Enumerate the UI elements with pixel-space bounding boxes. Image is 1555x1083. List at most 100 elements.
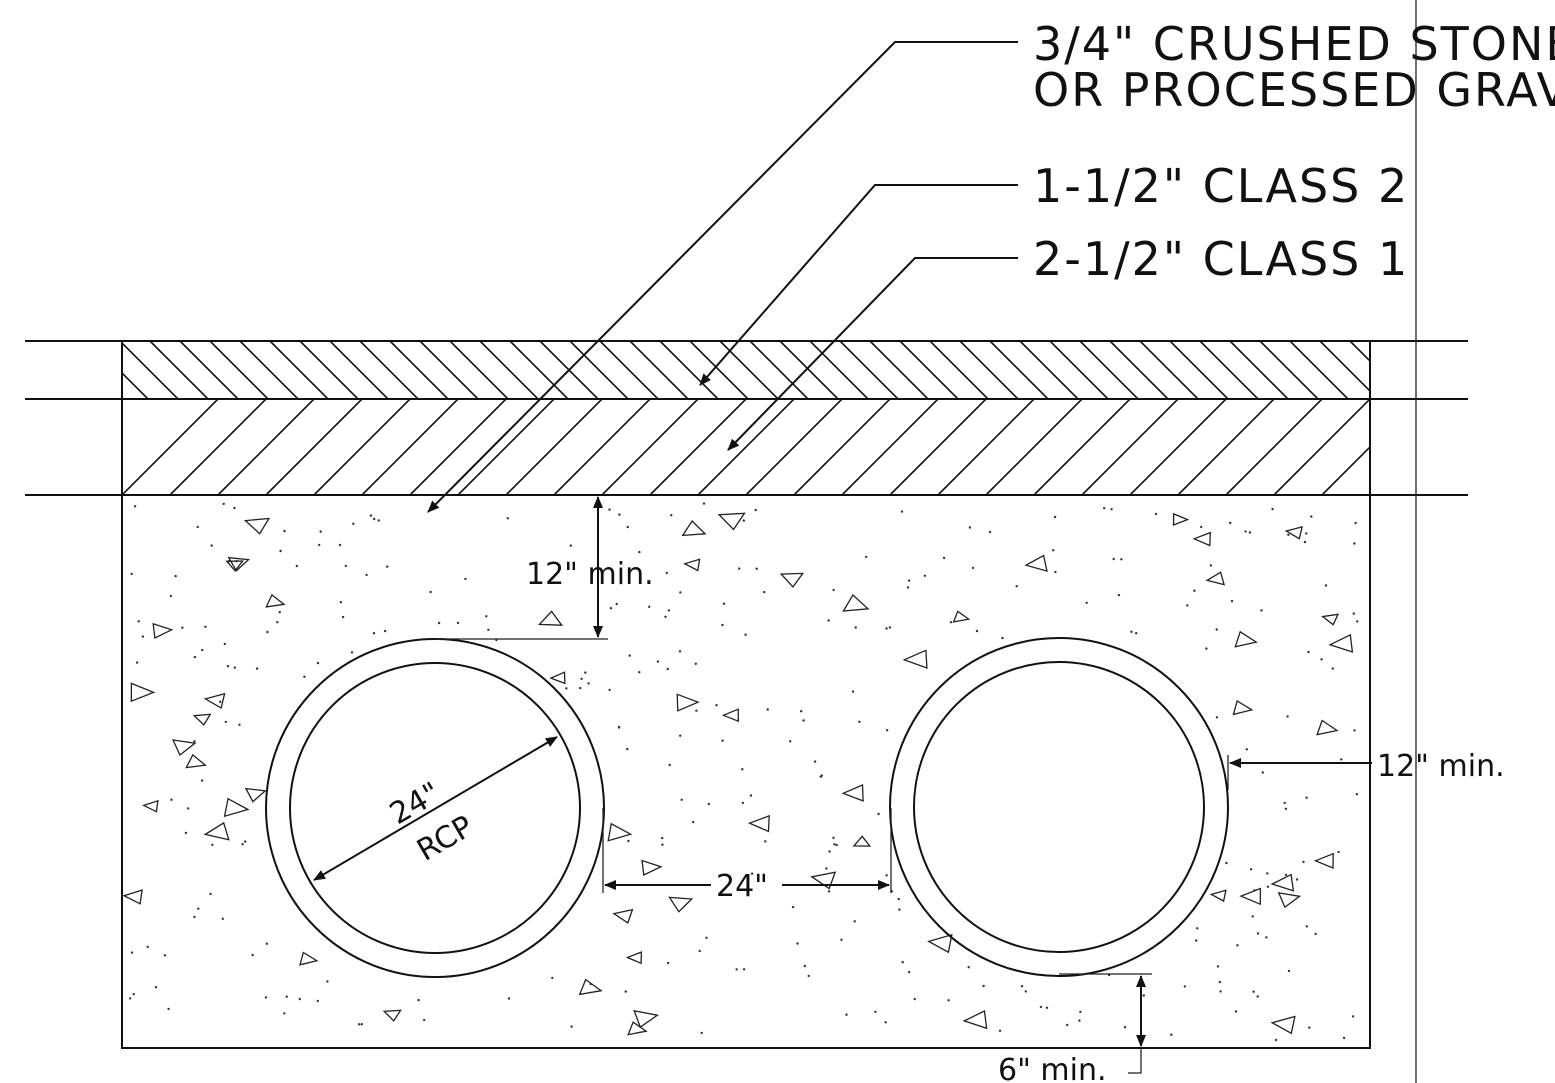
- hatch-line: [599, 341, 659, 399]
- bottom-clearance-dimension: 6" min.: [998, 973, 1152, 1083]
- bedding-speckle: [565, 687, 568, 690]
- bedding-speckle: [219, 700, 222, 703]
- bedding-speckle: [1275, 1038, 1278, 1042]
- bedding-speckle: [853, 920, 856, 923]
- bedding-speckle: [193, 915, 196, 919]
- bedding-stone: [382, 1009, 402, 1022]
- bedding-speckle: [694, 662, 697, 665]
- bedding-speckle: [196, 525, 199, 529]
- bedding-speckle: [626, 525, 629, 529]
- bedding-stone: [227, 556, 251, 572]
- hatch-line: [629, 341, 689, 399]
- bedding-speckle: [485, 615, 488, 618]
- bedding-speckle: [1079, 1010, 1082, 1013]
- bedding-speckle: [901, 961, 904, 964]
- bedding-speckle: [1209, 564, 1213, 567]
- hatch-line: [697, 399, 795, 495]
- bedding-speckle: [133, 505, 137, 508]
- pipe-diameter-dimension-line: [313, 736, 558, 881]
- bedding-stone: [902, 649, 928, 669]
- bedding-speckle: [1320, 658, 1323, 661]
- hatch-line: [1079, 341, 1139, 399]
- bedding-speckle: [886, 729, 889, 732]
- bedding-speckle: [1261, 771, 1265, 774]
- bedding-speckle: [221, 917, 224, 920]
- bedding-speckle: [665, 571, 668, 575]
- bedding-speckle: [357, 1023, 361, 1026]
- bedding-speckle: [204, 625, 207, 628]
- bedding-stone: [1239, 887, 1262, 906]
- hatch-line: [313, 399, 411, 495]
- hatch-line: [793, 399, 891, 495]
- bedding-stone: [223, 797, 250, 818]
- bedding-speckle: [1353, 542, 1356, 545]
- hatch-line: [1259, 341, 1319, 399]
- bedding-stone: [225, 560, 245, 572]
- bedding-speckle: [707, 802, 710, 806]
- bedding-speckle: [923, 574, 927, 577]
- bedding-stone: [1270, 873, 1295, 892]
- bedding-speckle: [241, 843, 244, 846]
- bedding-speckle: [741, 801, 745, 805]
- hatch-line: [409, 399, 507, 495]
- bedding-speckle: [661, 843, 664, 846]
- bedding-speckle: [233, 506, 236, 510]
- hatch-line: [1466, 399, 1555, 495]
- bedding-speckle: [742, 968, 746, 971]
- bedding-speckle: [1324, 584, 1328, 587]
- bedding-speckle: [608, 688, 611, 692]
- bedding-stone: [842, 593, 870, 612]
- bedding-speckle: [1266, 872, 1269, 875]
- bedding-stone: [641, 859, 663, 876]
- bedding-speckle: [942, 556, 946, 560]
- hatch-line: [749, 341, 809, 399]
- hatch-line: [1319, 341, 1370, 393]
- bedding-speckle: [1219, 990, 1222, 993]
- bedding-speckle: [316, 999, 319, 1003]
- bedding-speckle: [1103, 507, 1106, 510]
- bedding-speckle: [1020, 985, 1024, 988]
- hatch-line: [745, 399, 843, 495]
- bedding-stone: [962, 1010, 988, 1030]
- side-clearance-label: 12" min.: [1377, 749, 1505, 784]
- hatch-line: [1139, 341, 1199, 399]
- bedding-speckle: [1245, 748, 1249, 751]
- bedding-speckle: [656, 660, 660, 663]
- bedding-stone: [717, 512, 746, 531]
- bedding-speckle: [587, 682, 590, 685]
- bedding-stone: [668, 896, 694, 913]
- bedding-speckle: [211, 843, 214, 846]
- left-pipe-inner-wall: [289, 662, 581, 954]
- hatch-line: [389, 341, 449, 399]
- bedding-speckle: [1284, 873, 1288, 877]
- bedding-speckle: [906, 586, 910, 589]
- bedding-speckle: [825, 867, 828, 870]
- bedding-speckle: [907, 971, 911, 974]
- bedding-speckle: [802, 719, 805, 722]
- bedding-speckle: [721, 739, 724, 742]
- bedding-speckle: [167, 1007, 170, 1011]
- hatch-line: [329, 341, 389, 399]
- bedding-speckle: [1283, 801, 1286, 805]
- bedding-speckle: [668, 763, 671, 767]
- bedding-speckle: [1053, 515, 1057, 519]
- bedding-speckle: [341, 615, 345, 619]
- bedding-speckle: [828, 850, 831, 853]
- bedding-speckle: [360, 1022, 363, 1026]
- class-1-hatch: [122, 399, 1555, 495]
- bedding-speckle: [764, 840, 767, 843]
- bedding-speckle: [184, 831, 188, 835]
- bedding-speckle: [1154, 512, 1158, 516]
- bedding-stone: [537, 610, 564, 626]
- bedding-speckle: [1310, 515, 1313, 518]
- bedding-stone: [299, 951, 319, 966]
- bedding-speckle: [1351, 1015, 1355, 1018]
- class-1-label: 2-1/2" CLASS 1: [1033, 232, 1409, 286]
- bedding-speckle: [386, 565, 389, 568]
- bedding-speckle: [222, 502, 225, 506]
- hatch-line: [1081, 399, 1179, 495]
- bedding-speckle: [193, 740, 196, 743]
- cover-depth-dimension: 12" min.: [435, 496, 654, 640]
- bedding-stone: [171, 739, 197, 757]
